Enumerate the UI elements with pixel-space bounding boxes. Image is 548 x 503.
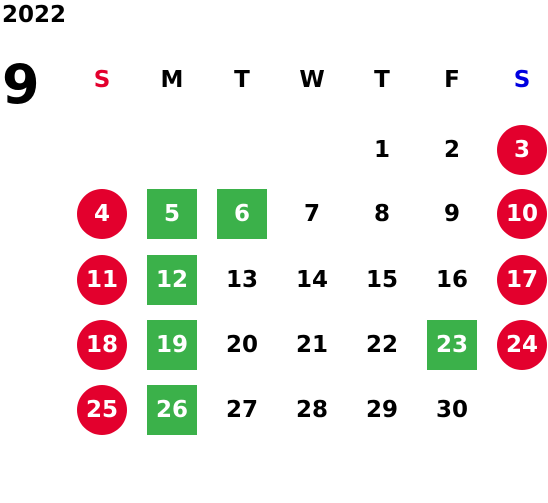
day-cell-12[interactable]: 12 — [147, 255, 197, 305]
weekday-header-sat: S — [513, 67, 531, 93]
day-cell-21[interactable]: 21 — [295, 332, 328, 358]
day-cell-24[interactable]: 24 — [497, 320, 547, 370]
day-cell-1[interactable]: 1 — [373, 137, 390, 163]
day-cell-13[interactable]: 13 — [225, 267, 258, 293]
day-cell-25[interactable]: 25 — [77, 385, 127, 435]
day-cell-7[interactable]: 7 — [303, 201, 320, 227]
day-cell-20[interactable]: 20 — [225, 332, 258, 358]
day-cell-19[interactable]: 19 — [147, 320, 197, 370]
day-cell-14[interactable]: 14 — [295, 267, 328, 293]
calendar-month: 9 — [2, 53, 40, 116]
day-cell-2[interactable]: 2 — [443, 137, 460, 163]
day-cell-29[interactable]: 29 — [365, 397, 398, 423]
day-cell-15[interactable]: 15 — [365, 267, 398, 293]
day-cell-27[interactable]: 27 — [225, 397, 258, 423]
day-cell-10[interactable]: 10 — [497, 189, 547, 239]
day-cell-23[interactable]: 23 — [427, 320, 477, 370]
day-cell-11[interactable]: 11 — [77, 255, 127, 305]
day-cell-16[interactable]: 16 — [435, 267, 468, 293]
weekday-header-wed: W — [299, 67, 325, 93]
day-cell-4[interactable]: 4 — [77, 189, 127, 239]
weekday-header-sun: S — [93, 67, 111, 93]
day-cell-26[interactable]: 26 — [147, 385, 197, 435]
day-cell-28[interactable]: 28 — [295, 397, 328, 423]
day-cell-17[interactable]: 17 — [497, 255, 547, 305]
day-cell-8[interactable]: 8 — [373, 201, 390, 227]
weekday-header-tue: T — [234, 67, 250, 93]
day-cell-3[interactable]: 3 — [497, 125, 547, 175]
day-cell-18[interactable]: 18 — [77, 320, 127, 370]
day-cell-9[interactable]: 9 — [443, 201, 460, 227]
weekday-header-thu: T — [374, 67, 390, 93]
day-cell-30[interactable]: 30 — [435, 397, 468, 423]
day-cell-5[interactable]: 5 — [147, 189, 197, 239]
day-cell-22[interactable]: 22 — [365, 332, 398, 358]
calendar-year: 2022 — [2, 2, 67, 28]
weekday-header-mon: M — [160, 67, 184, 93]
weekday-header-fri: F — [444, 67, 460, 93]
day-cell-6[interactable]: 6 — [217, 189, 267, 239]
